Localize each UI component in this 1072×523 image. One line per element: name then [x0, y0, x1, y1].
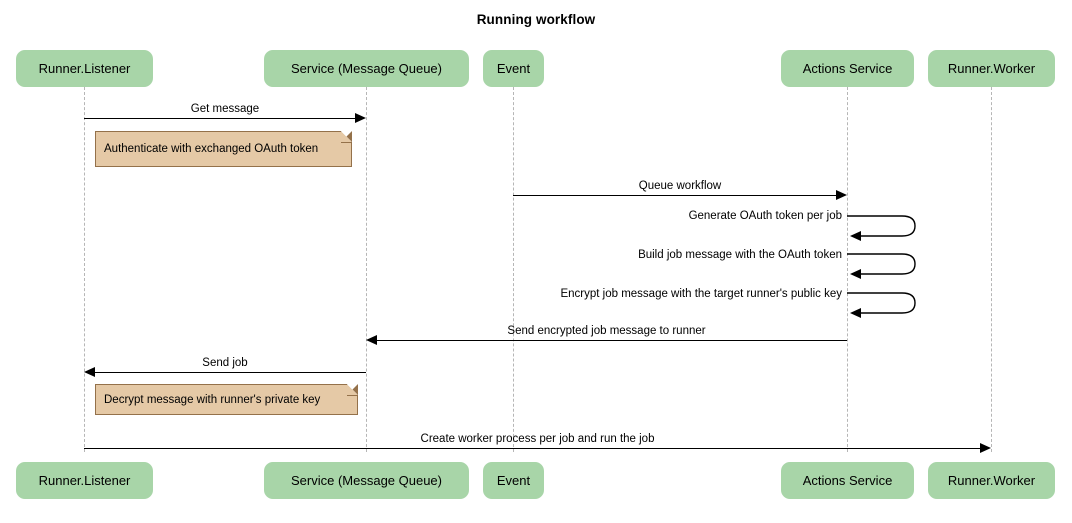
participant-runner-listener-bottom[interactable]: Runner.Listener [16, 462, 153, 499]
message-line-get-message [84, 118, 356, 119]
page-title: Running workflow [476, 12, 596, 27]
lifeline-service-message-queue [366, 87, 367, 452]
message-label-encrypt-job-message: Encrypt job message with the target runn… [560, 288, 842, 300]
participant-service-message-queue-bottom[interactable]: Service (Message Queue) [264, 462, 469, 499]
participant-runner-listener-top[interactable]: Runner.Listener [16, 50, 153, 87]
note-text: Authenticate with exchanged OAuth token [104, 143, 319, 155]
message-line-create-worker-process [84, 448, 981, 449]
participant-runner-worker-top[interactable]: Runner.Worker [928, 50, 1055, 87]
arrow-head-icon-send-encrypted-job-message [366, 335, 377, 345]
note-fold-corner-icon [346, 384, 358, 396]
note-fold-corner-icon [340, 131, 352, 143]
note-authenticate-oauth-token: Authenticate with exchanged OAuth token [95, 131, 352, 167]
message-label-send-encrypted-job-message: Send encrypted job message to runner [507, 325, 706, 337]
message-label-create-worker-process: Create worker process per job and run th… [420, 433, 655, 445]
lifeline-runner-listener [84, 87, 85, 452]
message-line-queue-workflow [513, 195, 837, 196]
message-label-get-message: Get message [190, 103, 260, 115]
participant-actions-service-top[interactable]: Actions Service [781, 50, 914, 87]
self-message-encrypt-job-message [847, 287, 927, 318]
self-message-generate-oauth-token [847, 210, 927, 241]
message-line-send-job [95, 372, 366, 373]
lifeline-actions-service [847, 87, 848, 452]
arrow-head-icon-queue-workflow [836, 190, 847, 200]
arrow-head-icon-get-message [355, 113, 366, 123]
message-line-send-encrypted-job-message [377, 340, 847, 341]
arrow-head-icon-send-job [84, 367, 95, 377]
lifeline-runner-worker [991, 87, 992, 452]
message-label-build-job-message: Build job message with the OAuth token [638, 249, 842, 261]
participant-service-message-queue-top[interactable]: Service (Message Queue) [264, 50, 469, 87]
arrow-head-icon-create-worker-process [980, 443, 991, 453]
lifeline-event [513, 87, 514, 452]
note-text: Decrypt message with runner's private ke… [104, 393, 321, 406]
participant-runner-worker-bottom[interactable]: Runner.Worker [928, 462, 1055, 499]
message-label-generate-oauth-token: Generate OAuth token per job [688, 210, 842, 222]
participant-event-top[interactable]: Event [483, 50, 544, 87]
participant-actions-service-bottom[interactable]: Actions Service [781, 462, 914, 499]
message-label-send-job: Send job [202, 357, 248, 369]
self-message-build-job-message [847, 248, 927, 279]
message-label-queue-workflow: Queue workflow [638, 180, 722, 192]
note-decrypt-private-key: Decrypt message with runner's private ke… [95, 384, 358, 415]
participant-event-bottom[interactable]: Event [483, 462, 544, 499]
